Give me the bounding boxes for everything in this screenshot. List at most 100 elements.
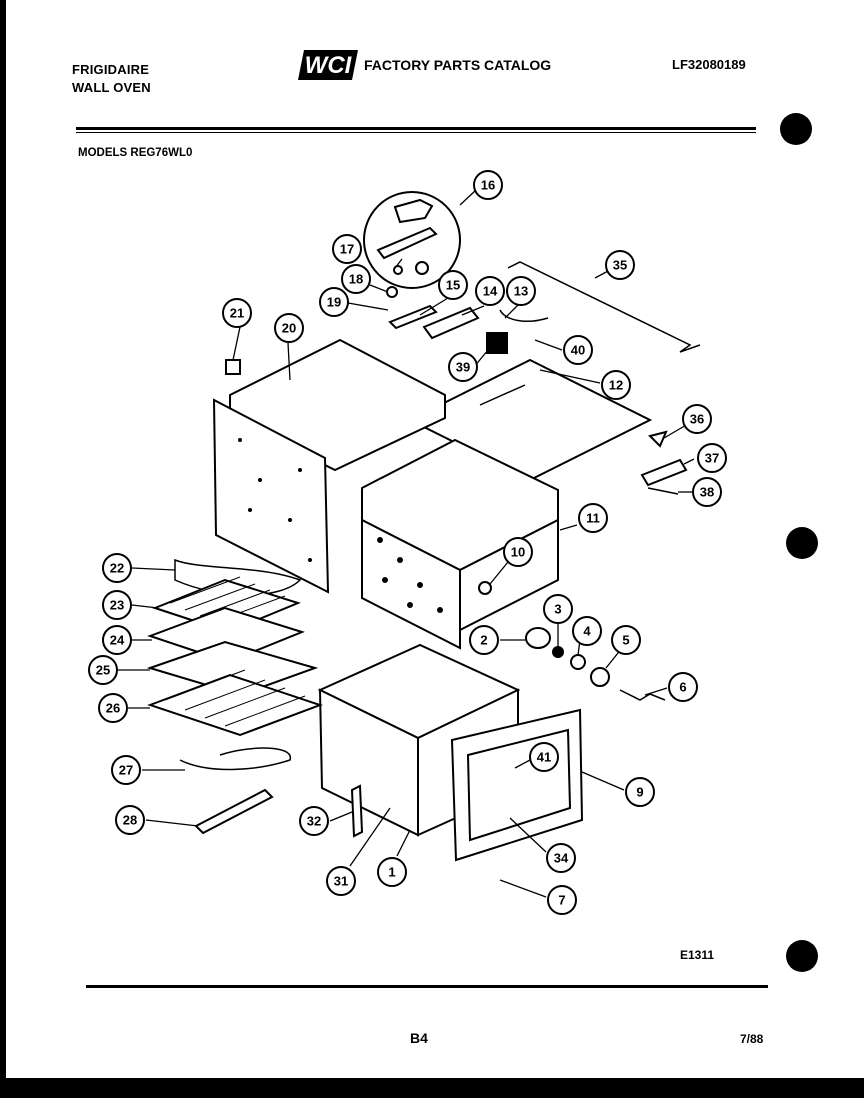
callout-3: 3: [543, 594, 573, 624]
callout-18: 18: [341, 264, 371, 294]
callout-41: 41: [529, 742, 559, 772]
callout-27: 27: [111, 755, 141, 785]
models-label: MODELS REG76WL0: [78, 147, 193, 159]
svg-text:40: 40: [571, 343, 585, 358]
callout-17: 17: [332, 234, 362, 264]
callout-40: 40: [563, 335, 593, 365]
svg-text:6: 6: [679, 680, 686, 695]
side-panel-holes: [238, 438, 312, 562]
svg-text:17: 17: [340, 242, 354, 257]
part-37-hinge: [640, 458, 688, 487]
svg-text:34: 34: [554, 851, 569, 866]
svg-text:5: 5: [622, 633, 629, 648]
callout-5: 5: [611, 625, 641, 655]
figure-reference: E1311: [680, 948, 715, 962]
part-5-knob: [590, 667, 610, 687]
part-14-bracket: [422, 306, 480, 340]
callout-19: 19: [319, 287, 349, 317]
part-17-nut: [393, 265, 403, 275]
svg-text:16: 16: [481, 178, 495, 193]
part-16-detail: [376, 198, 438, 275]
svg-text:20: 20: [282, 321, 296, 336]
svg-text:10: 10: [511, 545, 525, 560]
part-11-cabinet-front: [361, 518, 461, 650]
part-18-screw: [386, 286, 398, 298]
svg-text:22: 22: [110, 561, 124, 576]
callout-22: 22: [102, 553, 132, 583]
callout-2: 2: [469, 625, 499, 655]
svg-text:9: 9: [636, 785, 643, 800]
callout-25: 25: [88, 655, 118, 685]
svg-text:24: 24: [110, 633, 125, 648]
callout-9: 9: [625, 777, 655, 807]
part-21-bracket: [225, 359, 241, 375]
svg-text:39: 39: [456, 360, 470, 375]
callout-24: 24: [102, 625, 132, 655]
part-35-rod: [507, 261, 701, 353]
callout-21: 21: [222, 298, 252, 328]
part-32-bracket: [350, 784, 364, 838]
svg-text:12: 12: [609, 378, 623, 393]
svg-text:11: 11: [586, 511, 600, 526]
callout-37: 37: [697, 443, 727, 473]
svg-text:25: 25: [96, 663, 110, 678]
callout-36: 36: [682, 404, 712, 434]
page-number: B4: [410, 1030, 428, 1046]
header-rule-thin: [76, 132, 756, 133]
scan-edge-left: [0, 0, 6, 1098]
svg-text:32: 32: [307, 814, 321, 829]
part-10-grommet: [478, 581, 492, 595]
callout-39: 39: [448, 352, 478, 382]
callout-15: 15: [438, 270, 468, 300]
callout-31: 31: [326, 866, 356, 896]
part-3-switch: [552, 646, 564, 658]
wci-logo: WCI: [298, 50, 358, 80]
callout-26: 26: [98, 693, 128, 723]
logo-text: WCI: [305, 52, 353, 79]
svg-text:38: 38: [700, 485, 714, 500]
svg-text:27: 27: [119, 763, 133, 778]
leader-lines: [118, 258, 695, 898]
callout-6: 6: [668, 672, 698, 702]
part-26-rack: [147, 673, 323, 737]
callout-23: 23: [102, 590, 132, 620]
part-15-clip: [388, 304, 438, 330]
part-28-element-bracket: [194, 788, 274, 835]
callout-10: 10: [503, 537, 533, 567]
callout-38: 38: [692, 477, 722, 507]
grid-lines: [169, 576, 286, 623]
part-20-side-panel: [212, 398, 330, 594]
header-rule: [76, 127, 756, 130]
product-type: WALL OVEN: [72, 80, 151, 95]
callout-20: 20: [274, 313, 304, 343]
svg-text:13: 13: [514, 284, 528, 299]
catalog-date: 7/88: [740, 1032, 764, 1046]
svg-text:31: 31: [334, 874, 348, 889]
svg-text:4: 4: [583, 624, 591, 639]
callout-34: 34: [546, 843, 576, 873]
callout-14: 14: [475, 276, 505, 306]
cabinet-holes: [377, 537, 443, 613]
svg-text:7: 7: [558, 893, 565, 908]
part-39-switch: [486, 332, 508, 354]
svg-text:23: 23: [110, 598, 124, 613]
part-13-wire: [499, 309, 549, 322]
callout-12: 12: [601, 370, 631, 400]
svg-text:1: 1: [388, 865, 395, 880]
part-6-sensor: [619, 689, 666, 701]
callout-32: 32: [299, 806, 329, 836]
svg-text:3: 3: [554, 602, 561, 617]
binder-hole-top: [780, 113, 812, 145]
svg-text:14: 14: [483, 284, 498, 299]
svg-text:18: 18: [349, 272, 363, 287]
brand-name: FRIGIDAIRE: [72, 62, 150, 77]
svg-text:26: 26: [106, 701, 120, 716]
part-36-clip: [648, 430, 668, 448]
footer-rule: [86, 985, 768, 988]
svg-text:21: 21: [230, 306, 244, 321]
catalog-title: FACTORY PARTS CATALOG: [364, 57, 552, 73]
callout-13: 13: [506, 276, 536, 306]
callout-28: 28: [115, 805, 145, 835]
binder-hole-middle: [786, 527, 818, 559]
